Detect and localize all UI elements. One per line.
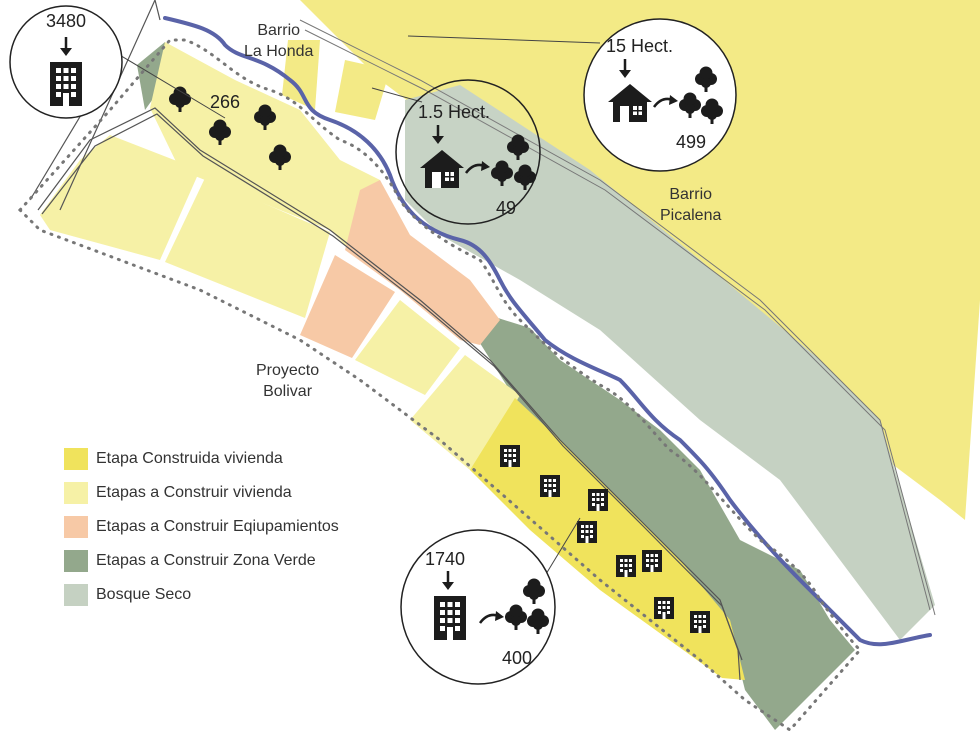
housing-future-lower1 [355, 300, 460, 395]
road-diagonal-3 [154, 0, 161, 21]
legend: Etapa Construida vivienda Etapas a Const… [64, 442, 339, 612]
project-boundary [17, 38, 863, 732]
building-icon [434, 596, 466, 640]
legend-item-future-housing: Etapas a Construir vivienda [64, 476, 339, 510]
legend-swatch [64, 516, 88, 538]
building-icon [616, 555, 636, 577]
legend-item-equipment: Etapas a Construir Eqiupamientos [64, 510, 339, 544]
building-icon [577, 521, 597, 543]
building-icon [588, 489, 608, 511]
building-icon [690, 611, 710, 633]
equipment-upper [345, 180, 500, 345]
road-picalena-2 [304, 29, 936, 616]
callout-15-hect-count: 499 [676, 132, 707, 152]
housing-future-top [150, 42, 380, 250]
road-diagonal [59, 0, 156, 211]
building-icon [642, 550, 662, 572]
la-honda-block [282, 40, 320, 110]
leader-line [117, 53, 226, 119]
river [163, 16, 932, 647]
legend-swatch [64, 584, 88, 606]
legend-label: Etapa Construida vivienda [96, 450, 283, 467]
zona-verde-zone [478, 318, 855, 730]
legend-swatch [64, 550, 88, 572]
building-icon [540, 475, 560, 497]
legend-item-dry-forest: Bosque Seco [64, 578, 339, 612]
leader-line [371, 87, 423, 103]
legend-swatch [64, 482, 88, 504]
callout-1740 [400, 529, 556, 685]
callout-1-5-hect-count: 49 [496, 198, 517, 218]
legend-swatch [64, 448, 88, 470]
callout-15-hect [583, 18, 737, 172]
legend-label: Etapas a Construir Zona Verde [96, 552, 316, 569]
building-icon [50, 62, 82, 106]
road-line-2 [41, 113, 743, 661]
legend-label: Etapas a Construir vivienda [96, 484, 292, 501]
legend-item-green-zone: Etapas a Construir Zona Verde [64, 544, 339, 578]
callout-3480-value: 3480 [46, 11, 87, 31]
callout-15-hect-area: 15 Hect. [606, 36, 674, 56]
legend-label: Bosque Seco [96, 586, 192, 603]
building-icon [654, 597, 674, 619]
building-icon [500, 445, 520, 467]
callout-1740-count: 400 [502, 648, 533, 668]
callout-1740-value: 1740 [425, 549, 466, 569]
label-barrio-picalena: Barrio Picalena [660, 186, 722, 224]
callout-1-5-hect [395, 79, 541, 225]
label-barrio-la-honda: Barrio La Honda [244, 22, 314, 60]
leader-line [407, 35, 601, 44]
housing-future-mid [165, 178, 330, 318]
la-honda-block-2 [335, 60, 390, 120]
callout-1-5-hect-area: 1.5 Hect. [418, 102, 491, 122]
legend-item-built-housing: Etapa Construida vivienda [64, 442, 339, 476]
label-proyecto-bolivar: Proyecto Bolivar [256, 362, 320, 400]
equipment-lower [300, 255, 395, 358]
housing-future-lower2 [410, 355, 520, 470]
housing-built [470, 398, 745, 680]
road-picalena [299, 19, 931, 611]
legend-label: Etapas a Construir Eqiupamientos [96, 518, 339, 535]
tree-count-266: 266 [210, 92, 241, 112]
bosque-seco-zone [405, 85, 935, 640]
